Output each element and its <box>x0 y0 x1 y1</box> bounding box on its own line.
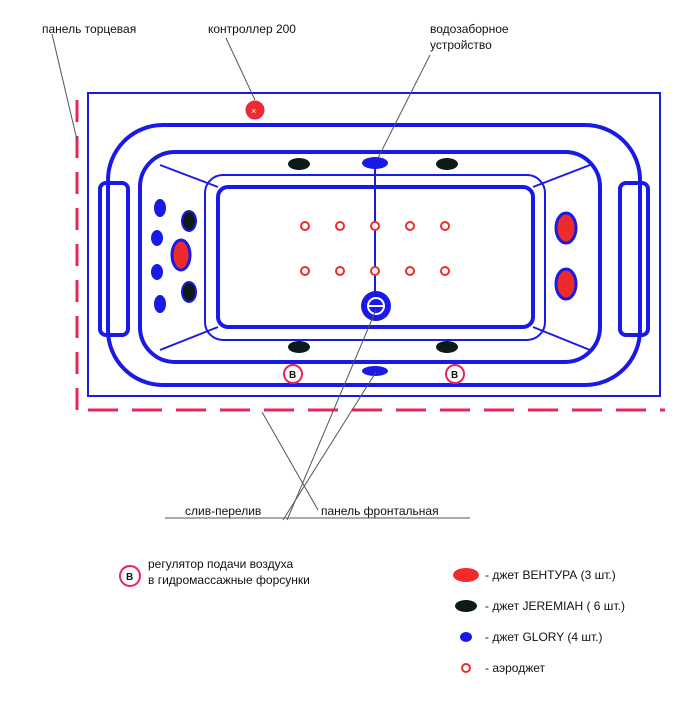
legend-item: - джет GLORY (4 шт.) <box>485 630 603 644</box>
jeremiah-jet <box>436 341 458 353</box>
leader-lines <box>51 33 470 521</box>
svg-text:B: B <box>126 572 133 583</box>
front-panel-label: панель фронтальная <box>321 504 439 518</box>
glory-jet <box>154 199 166 217</box>
ventura-jet <box>170 238 192 272</box>
jeremiah-jet-icon <box>455 600 477 612</box>
tub-inner-wall <box>138 150 602 364</box>
air-regulator-label-line1: регулятор подачи воздуха <box>148 557 293 571</box>
left-handle <box>98 181 130 337</box>
jeremiah-jet <box>181 281 197 303</box>
air-regulator-label-line2: в гидромассажные форсунки <box>148 573 310 587</box>
ventura-jet-icon <box>453 568 479 582</box>
intake-label-line1: водозаборное <box>430 22 509 36</box>
corner-line <box>159 326 219 351</box>
glory-jet <box>362 157 388 169</box>
svg-text:B: B <box>451 370 458 381</box>
jeremiah-jet <box>436 158 458 170</box>
corner-line <box>159 164 219 188</box>
ventura-jet <box>554 267 578 301</box>
legend-item: - аэроджет <box>485 661 546 675</box>
air-regulator-badge: B <box>283 364 303 384</box>
intake-label-line2: устройство <box>430 38 492 52</box>
jeremiah-jet <box>288 341 310 353</box>
jeremiah-jet <box>288 158 310 170</box>
svg-text:B: B <box>289 370 296 381</box>
air-regulator-badge: B <box>445 364 465 384</box>
glory-jet-icon <box>460 632 472 642</box>
aerojet-icon <box>461 663 471 673</box>
aerojet-grid <box>300 221 450 276</box>
controller-label: контроллер 200 <box>208 22 296 36</box>
end-panel-label: панель торцевая <box>42 22 136 36</box>
svg-text:×: × <box>251 106 256 116</box>
drain-label: слив-перелив <box>185 504 261 518</box>
tub-rim <box>106 123 642 387</box>
right-handle <box>618 181 650 337</box>
controller-icon <box>245 100 265 120</box>
air-regulator-legend-badge: B <box>119 565 141 587</box>
legend-item: - джет ВЕНТУРА (3 шт.) <box>485 568 616 582</box>
tub-outer-frame <box>87 92 661 397</box>
legend-item: - джет JEREMIAH ( 6 шт.) <box>485 599 625 613</box>
glory-jet <box>151 230 163 246</box>
glory-jet <box>362 366 388 376</box>
floor-step <box>204 174 546 341</box>
jeremiah-jet <box>181 210 197 232</box>
glory-jet <box>151 264 163 280</box>
glory-jet <box>154 295 166 313</box>
corner-line <box>532 326 591 351</box>
ventura-jet <box>554 211 578 245</box>
